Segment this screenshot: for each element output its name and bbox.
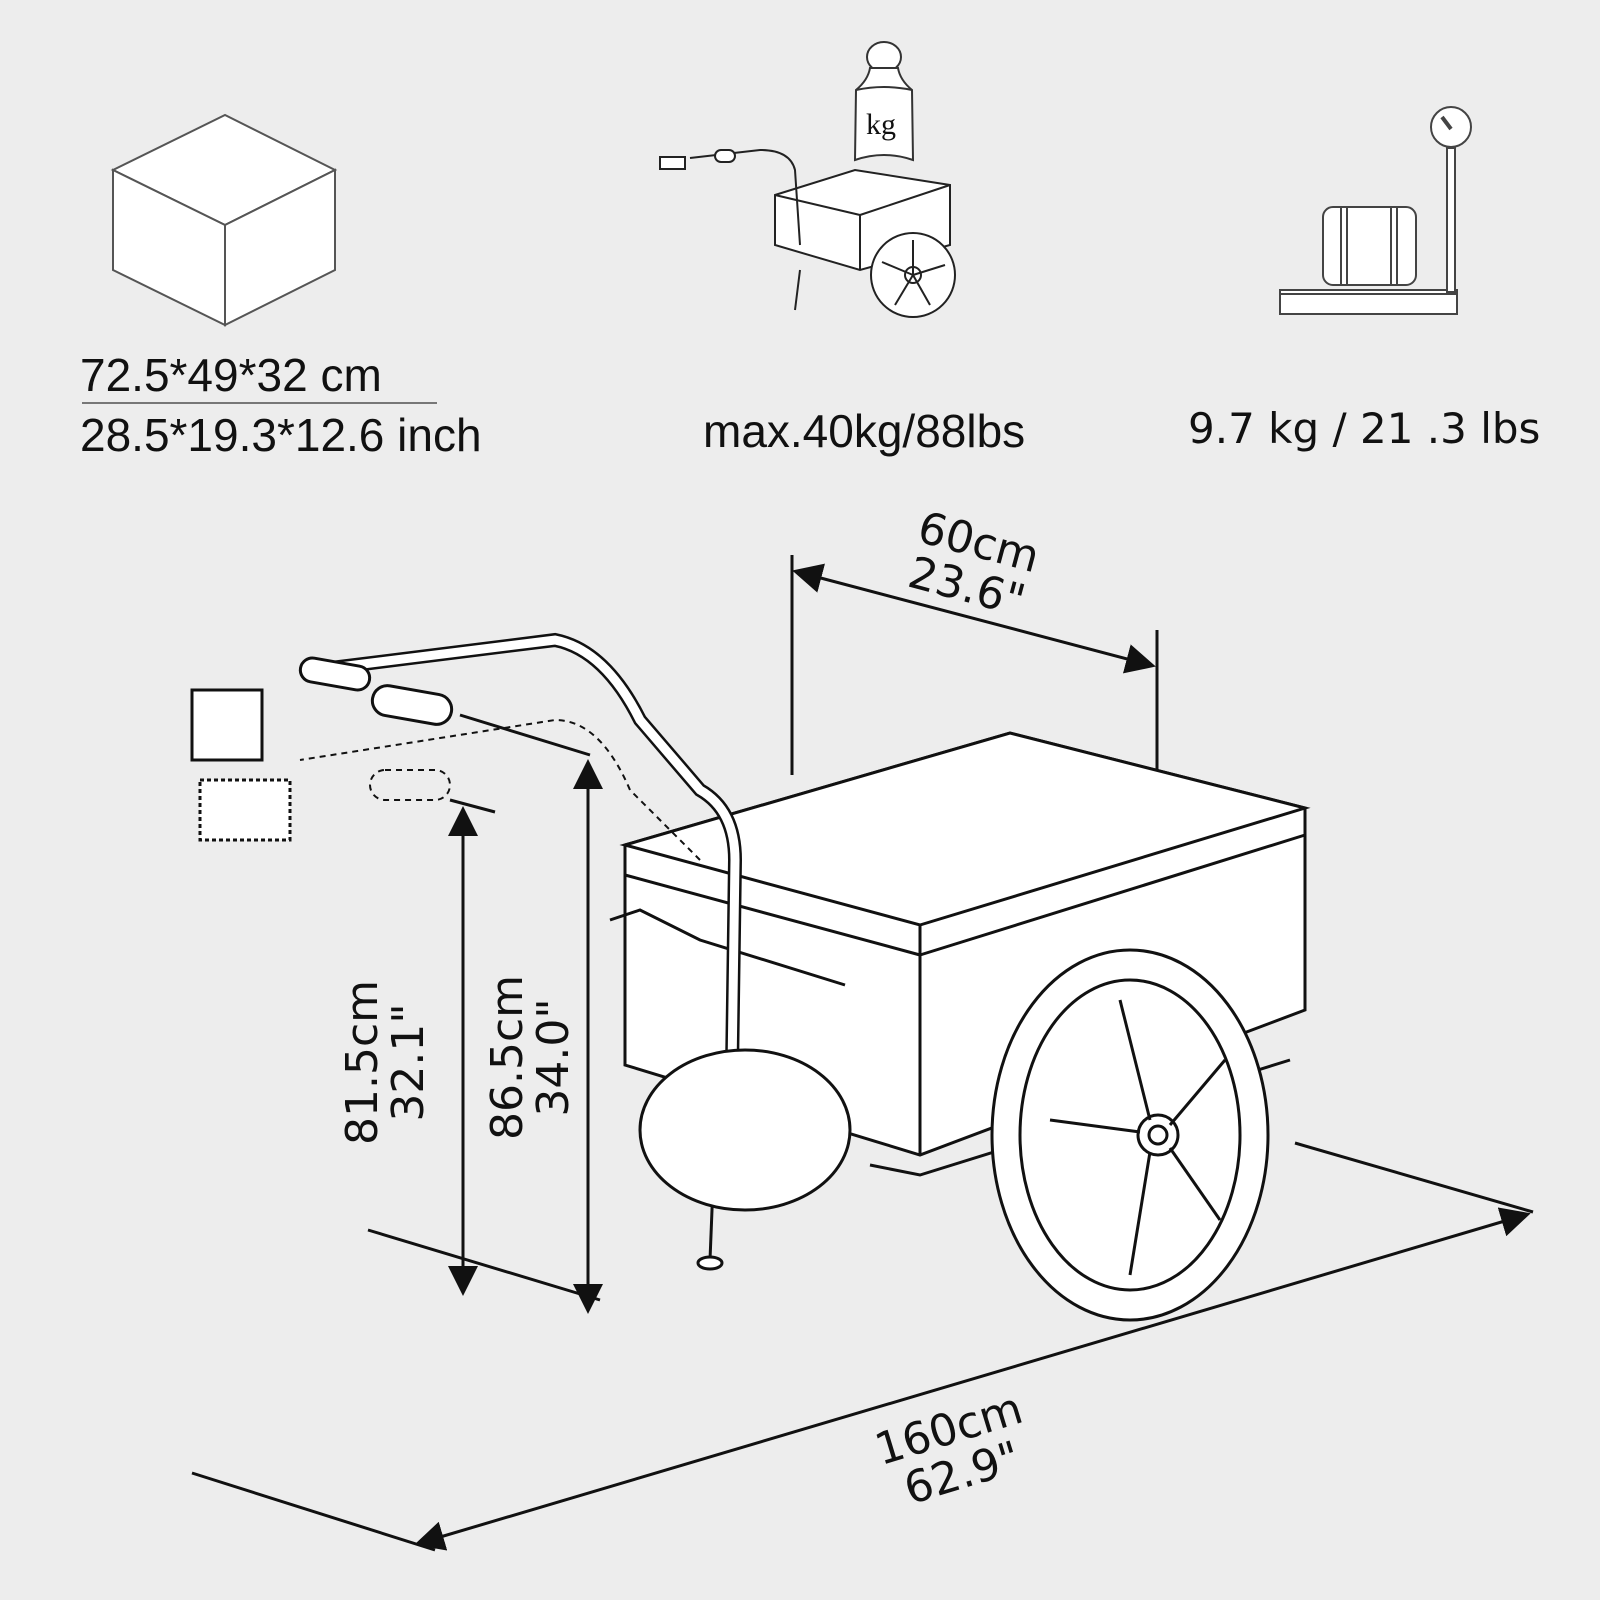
total-length-label: 160cm 62.9" bbox=[869, 1383, 1041, 1519]
hitch-height-high-inch: 34.0" bbox=[528, 998, 580, 1117]
hitch-height-low-label: 81.5cm 32.1" bbox=[337, 979, 435, 1145]
package-dimensions-inch: 28.5*19.3*12.6 inch bbox=[80, 409, 482, 461]
hitch-height-low-inch: 32.1" bbox=[383, 1003, 435, 1122]
hitch-height-low-cm: 81.5cm bbox=[337, 979, 388, 1145]
product-weight-value: 9.7 kg / 21 .3 lbs bbox=[1188, 404, 1541, 453]
weight-kg-label: kg bbox=[866, 108, 896, 141]
fraction-divider bbox=[82, 402, 437, 404]
package-dimensions-cm: 72.5*49*32 cm bbox=[80, 349, 382, 401]
hitch-height-high-cm: 86.5cm bbox=[482, 974, 533, 1140]
max-load-value: max.40kg/88lbs bbox=[703, 405, 1026, 457]
hitch-height-high-label: 86.5cm 34.0" bbox=[482, 974, 580, 1140]
box-width-label: 60cm 23.6" bbox=[901, 502, 1045, 627]
